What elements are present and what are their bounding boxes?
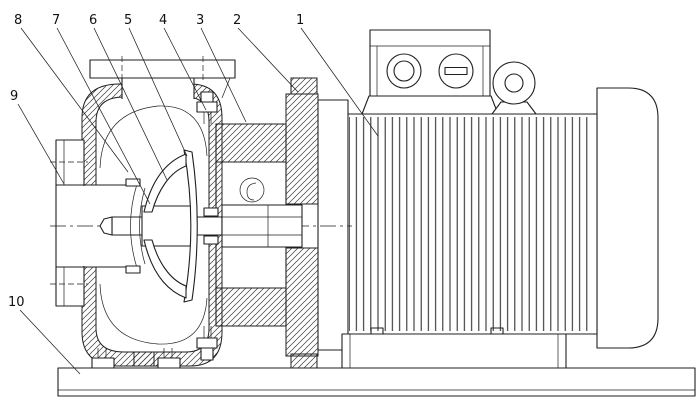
callout-label-5: 5: [124, 13, 132, 28]
callout-label-9: 9: [10, 89, 18, 104]
callout-4-leader: [163, 27, 207, 111]
callout-label-2: 2: [233, 13, 241, 28]
shaft-coupling: [221, 204, 303, 248]
callouts: 8 7 6 5 4 3 2 1 9 10: [8, 13, 379, 375]
shaft-nut: [99, 216, 113, 236]
motor-body: [317, 99, 598, 351]
callout-label-6: 6: [89, 13, 97, 28]
callout-10-leader: [19, 309, 81, 375]
callout-7-leader: [56, 27, 151, 205]
discharge-flange: [89, 59, 236, 79]
impeller-back-shroud: [183, 149, 198, 303]
callout-9-leader: [17, 103, 65, 185]
lifting-eye: [491, 61, 537, 115]
cooling-fins: [349, 117, 593, 331]
mechanical-seal-lower: [203, 235, 219, 245]
callout-label-7: 7: [52, 13, 60, 28]
bracket-bolt-bottom: [196, 337, 218, 349]
callout-label-3: 3: [196, 13, 204, 28]
motor-foot: [341, 327, 567, 369]
callout-1-leader: [300, 27, 379, 137]
callout-6-leader: [93, 27, 168, 181]
impeller-blade-lower: [143, 239, 187, 299]
callout-label-10: 10: [8, 295, 25, 310]
wear-ring-upper: [125, 178, 141, 187]
flange-bolt-bottom: [290, 353, 318, 369]
motor-terminal-box: [361, 29, 499, 115]
impeller-hub: [141, 205, 195, 247]
motor-rear-endcap: [596, 87, 659, 349]
callout-3-leader: [200, 27, 247, 123]
casing-feet: [91, 348, 181, 369]
callout-8-leader: [20, 27, 129, 173]
callout-5-leader: [128, 27, 188, 157]
mechanical-seal-upper: [203, 207, 219, 217]
flange-bolt-top: [290, 77, 318, 95]
wear-ring-lower: [125, 265, 141, 274]
callout-2-leader: [237, 27, 299, 93]
callout-label-4: 4: [159, 13, 167, 28]
drain-plug: [133, 351, 155, 367]
callout-label-8: 8: [14, 13, 22, 28]
impeller-blade-upper: [143, 153, 187, 213]
baseplate: [57, 367, 696, 397]
bracket-bolt-top: [196, 101, 218, 113]
motor-front-endbell: [317, 99, 349, 351]
impeller: [125, 149, 198, 303]
callout-label-1: 1: [296, 13, 304, 28]
cable-gland-icon: [386, 53, 422, 89]
brand-mark: [239, 177, 265, 203]
plug-gland-icon: [438, 53, 474, 89]
